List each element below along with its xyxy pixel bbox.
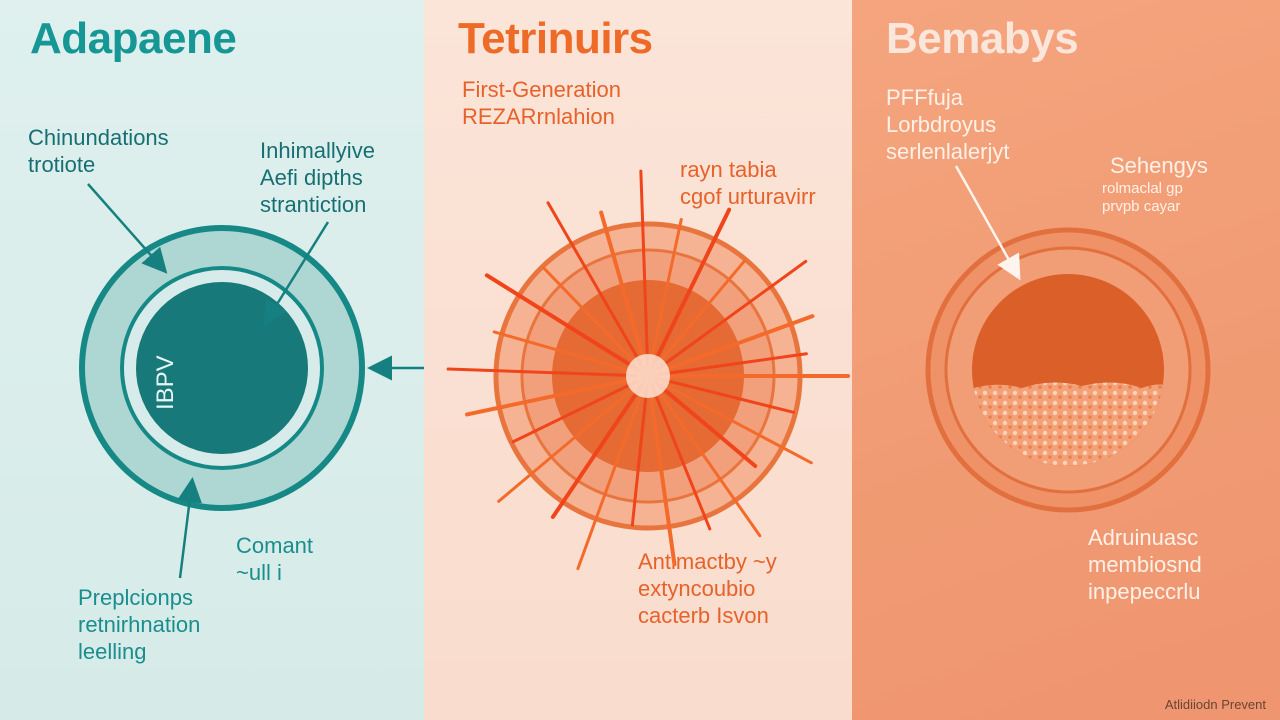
label-bottom-left: Preplcionps retnirhnation leelling <box>78 585 201 664</box>
panel-title: Bemabys <box>886 14 1079 63</box>
burst-ray <box>484 273 642 373</box>
burst-ray <box>654 259 808 372</box>
burst-ray <box>656 376 796 414</box>
burst-ray <box>653 380 758 468</box>
label-top-right: Sehengys <box>1110 153 1208 178</box>
label-top-left: PFFfuja Lorbdroyus serlenlalerjyt <box>886 85 1010 164</box>
burst-ray <box>647 383 677 567</box>
label-top-right-sub: rolmaclal gp prvpb cayar <box>1102 180 1183 215</box>
burst-ray <box>652 259 746 370</box>
benzoyl-diagram <box>925 165 1211 513</box>
label-top-left: Chinundations trotiote <box>28 125 169 177</box>
burst-center <box>626 354 670 398</box>
burst-ray <box>655 314 815 375</box>
panel-benzoyl: Bemabys PFFfuja Lorbdroyus serlenlalerjy… <box>852 0 1280 720</box>
burst-ray <box>652 382 762 538</box>
footer-badge: Atlidiiodn Prevent <box>1164 697 1266 712</box>
arrow-bottom <box>177 477 202 579</box>
arrow-top-right <box>263 221 330 327</box>
burst-ray <box>630 384 649 527</box>
burst-ray <box>546 201 645 369</box>
tretinoin-diagram <box>446 169 850 571</box>
label-bottom: Antimactby ~y extyncoubio cacterb Isvon <box>638 549 777 628</box>
burst-ray <box>550 382 645 519</box>
burst-ray <box>599 210 648 369</box>
burst-ray <box>446 367 640 378</box>
arrow-top-left <box>954 165 1021 281</box>
burst-ray <box>650 207 732 370</box>
core-label: IBPV <box>152 355 179 410</box>
burst-ray <box>497 380 642 503</box>
burst-ray <box>656 352 808 377</box>
burst-ray <box>650 383 712 531</box>
label-top-right: Inhimallyive Aefi dipths strantiction <box>260 138 375 217</box>
burst-ray <box>576 383 647 571</box>
label-subtitle: First-Generation REZARrnlahion <box>462 77 621 129</box>
panel-title: Tetrinuirs <box>458 14 653 63</box>
burst-ray <box>465 376 641 417</box>
burst-ray <box>648 217 683 368</box>
adapalene-diagram <box>79 183 424 579</box>
panel-adapalene: Adapaene Chinundations trotiote Inhimall… <box>0 0 424 720</box>
arrow-top-left <box>87 183 168 274</box>
burst-ray <box>639 169 650 368</box>
burst-ray <box>655 379 813 465</box>
label-bottom: Adruinuasc membiosnd inpepeccrlu <box>1088 525 1202 604</box>
panel-title: Adapaene <box>30 14 237 63</box>
burst-ray <box>542 266 643 371</box>
label-bottom-mid: Comant ~ull i <box>236 533 314 585</box>
burst-rays <box>446 169 850 571</box>
burst-ray <box>511 378 641 444</box>
panel-tretinoin: Tetrinuirs First-Generation REZARrnlahio… <box>424 0 852 720</box>
burst-ray <box>492 330 640 375</box>
label-top-right: rayn tabia cgof urturavirr <box>680 157 816 209</box>
